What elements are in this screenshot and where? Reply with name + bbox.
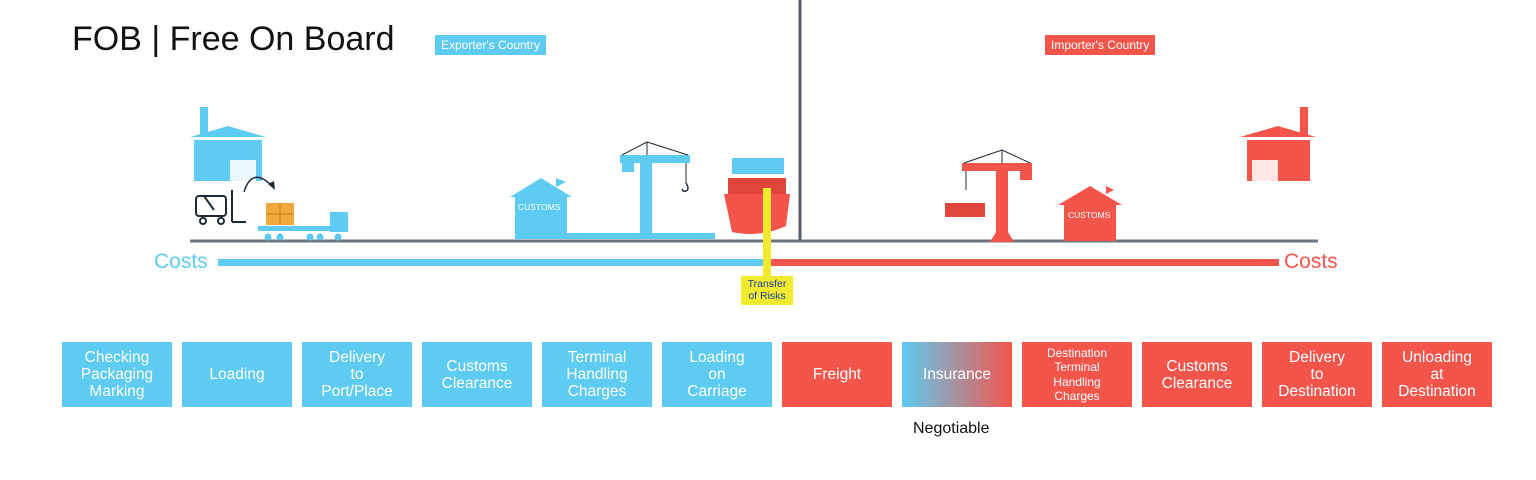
step-delivery-to-destination: Delivery to Destination [1262, 342, 1372, 407]
negotiable-note: Negotiable [913, 420, 990, 437]
step-delivery-to-port: Delivery to Port/Place [302, 342, 412, 407]
step-terminal-handling-charges: Terminal Handling Charges [542, 342, 652, 407]
exporter-country-label: Exporter's Country [435, 35, 546, 55]
step-loading-on-carriage: Loading on Carriage [662, 342, 772, 407]
step-checking-packaging-marking: Checking Packaging Marking [62, 342, 172, 407]
step-export-customs-clearance: Customs Clearance [422, 342, 532, 407]
exporter-factory-icon [190, 107, 266, 181]
transfer-of-risks-label: Transfer of Risks [741, 276, 793, 305]
step-unloading-at-destination: Unloading at Destination [1382, 342, 1492, 407]
exporter-customs-sign: CUSTOMS [518, 202, 561, 212]
importer-customs-house-icon [1058, 186, 1122, 241]
seller-costs-bar [218, 259, 770, 266]
step-freight: Freight [782, 342, 892, 407]
importer-country-label: Importer's Country [1045, 35, 1156, 55]
page-title: FOB | Free On Board [72, 20, 395, 58]
forklift-icon [195, 190, 246, 225]
step-destination-terminal-handling: Destination Terminal Handling Charges [1022, 342, 1132, 407]
transfer-of-risks-text: Transfer of Risks [747, 278, 787, 302]
buyer-costs-bar [770, 259, 1279, 266]
export-quay [515, 233, 715, 239]
container-ship-icon [724, 158, 790, 234]
buyer-costs-label: Costs [1284, 250, 1338, 273]
step-import-customs-clearance: Customs Clearance [1142, 342, 1252, 407]
seller-costs-label: Costs [154, 250, 208, 273]
truck-icon [258, 203, 348, 241]
step-loading: Loading [182, 342, 292, 407]
risk-transfer-marker [763, 188, 771, 276]
importer-factory-icon [1240, 107, 1316, 181]
step-insurance: Insurance [902, 342, 1012, 407]
importer-customs-sign: CUSTOMS [1068, 210, 1111, 220]
exporter-crane-icon [620, 141, 690, 235]
exporter-customs-house-icon [510, 178, 572, 239]
loading-arrow-icon [243, 176, 273, 193]
importer-crane-icon [945, 149, 1032, 242]
